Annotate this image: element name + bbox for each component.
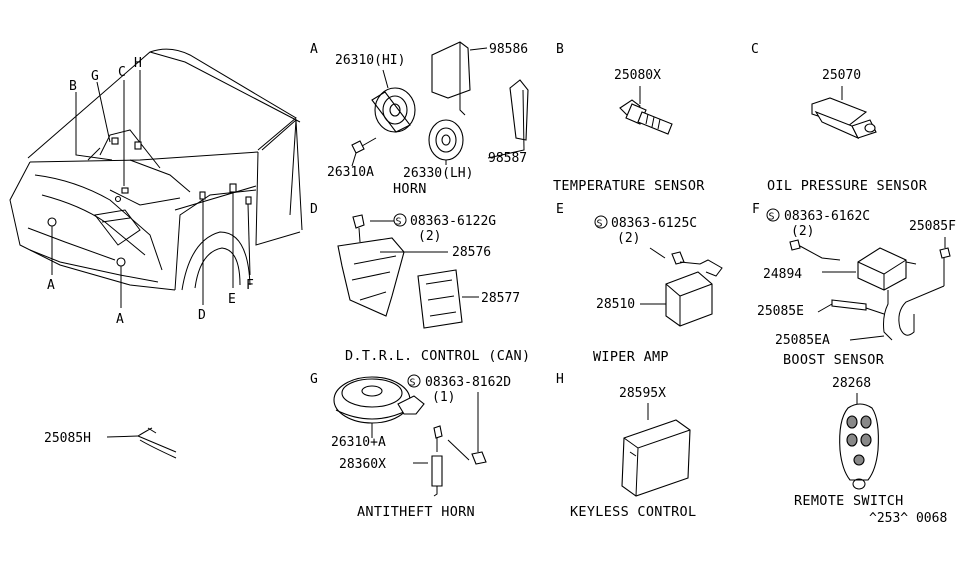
- dtrl-28576-label: 28576: [452, 245, 491, 260]
- boost-drawing: [789, 237, 951, 341]
- horn-caption: HORN: [393, 181, 427, 197]
- horn-26310a-label: 26310A: [327, 165, 374, 180]
- callout-g: G: [310, 372, 318, 387]
- boost-bolt-label: S 08363-6162C (2): [766, 208, 870, 239]
- antitheft-bolt-number: 08363-8162D: [425, 375, 511, 390]
- horn-drawing: [351, 41, 529, 167]
- antitheft-bolt-label: S 08363-8162D (1): [407, 374, 511, 405]
- dtrl-caption: D.T.R.L. CONTROL (CAN): [345, 348, 530, 364]
- diagram-code: ^253^ 0068: [869, 511, 947, 526]
- callout-c: C: [751, 42, 759, 57]
- horn-98587-label: 98587: [488, 151, 527, 166]
- keyless-part-label: 28595X: [619, 386, 666, 401]
- remote-caption: REMOTE SWITCH: [794, 493, 904, 509]
- overview-label-b: B: [69, 79, 77, 94]
- callout-b: B: [556, 42, 564, 57]
- remote-drawing: [839, 393, 879, 490]
- callout-h: H: [556, 372, 564, 387]
- boost-25085e-label: 25085E: [757, 304, 804, 319]
- overview-label-a1: A: [47, 278, 55, 293]
- antitheft-bolt-qty: (1): [432, 390, 455, 405]
- oil-sensor-drawing: [811, 86, 877, 140]
- dtrl-bolt-number: 08363-6122G: [410, 214, 496, 229]
- callout-f: F: [752, 202, 760, 217]
- overview-label-h: H: [134, 56, 142, 71]
- overview-label-d: D: [198, 308, 206, 323]
- svg-text:S: S: [769, 212, 775, 223]
- callout-a: A: [310, 42, 318, 57]
- wiper-part-label: 28510: [596, 297, 635, 312]
- horn-98586-label: 98586: [489, 42, 528, 57]
- antitheft-drawing: [333, 376, 487, 497]
- overview-label-c: C: [118, 65, 126, 80]
- svg-text:S: S: [410, 378, 416, 389]
- callout-e: E: [556, 202, 564, 217]
- wiper-caption: WIPER AMP: [593, 349, 669, 365]
- keyless-caption: KEYLESS CONTROL: [570, 504, 696, 520]
- overview-label-f: F: [246, 278, 254, 293]
- temp-sensor-caption: TEMPERATURE SENSOR: [553, 178, 705, 194]
- car-overview-drawing: [9, 48, 303, 308]
- boost-bolt-number: 08363-6162C: [784, 209, 870, 224]
- temp-sensor-drawing: [619, 86, 673, 135]
- oil-sensor-part-label: 25070: [822, 68, 861, 83]
- svg-text:S: S: [396, 217, 402, 228]
- part-25085h-label: 25085H: [44, 431, 91, 446]
- wiper-drawing: [640, 247, 723, 327]
- boost-bolt-qty: (2): [791, 224, 814, 239]
- overview-label-g: G: [91, 69, 99, 84]
- dtrl-bolt-label: S 08363-6122G (2): [393, 213, 496, 244]
- overview-label-a2: A: [116, 312, 124, 327]
- wiper-bolt-number: 08363-6125C: [611, 216, 697, 231]
- callout-d: D: [310, 202, 318, 217]
- wiper-bolt-qty: (2): [617, 231, 640, 246]
- oil-sensor-caption: OIL PRESSURE SENSOR: [767, 178, 928, 194]
- dtrl-drawing: [337, 214, 479, 329]
- remote-part-label: 28268: [832, 376, 871, 391]
- boost-caption: BOOST SENSOR: [783, 352, 885, 368]
- boost-24894-label: 24894: [763, 267, 802, 282]
- part-25085h-drawing: [106, 427, 177, 459]
- antitheft-caption: ANTITHEFT HORN: [357, 504, 475, 520]
- temp-sensor-part-label: 25080X: [614, 68, 661, 83]
- svg-text:S: S: [597, 219, 603, 230]
- dtrl-bolt-qty: (2): [418, 229, 441, 244]
- overview-label-e: E: [228, 292, 236, 307]
- dtrl-28577-label: 28577: [481, 291, 520, 306]
- antitheft-26310a-label: 26310+A: [331, 435, 386, 450]
- antitheft-28360x-label: 28360X: [339, 457, 386, 472]
- horn-26330lh-label: 26330(LH): [403, 166, 473, 181]
- keyless-drawing: [621, 403, 691, 497]
- horn-26310hi-label: 26310(HI): [335, 53, 405, 68]
- boost-25085f-label: 25085F: [909, 219, 956, 234]
- boost-25085ea-label: 25085EA: [775, 333, 830, 348]
- wiper-bolt-label: S 08363-6125C (2): [594, 215, 697, 246]
